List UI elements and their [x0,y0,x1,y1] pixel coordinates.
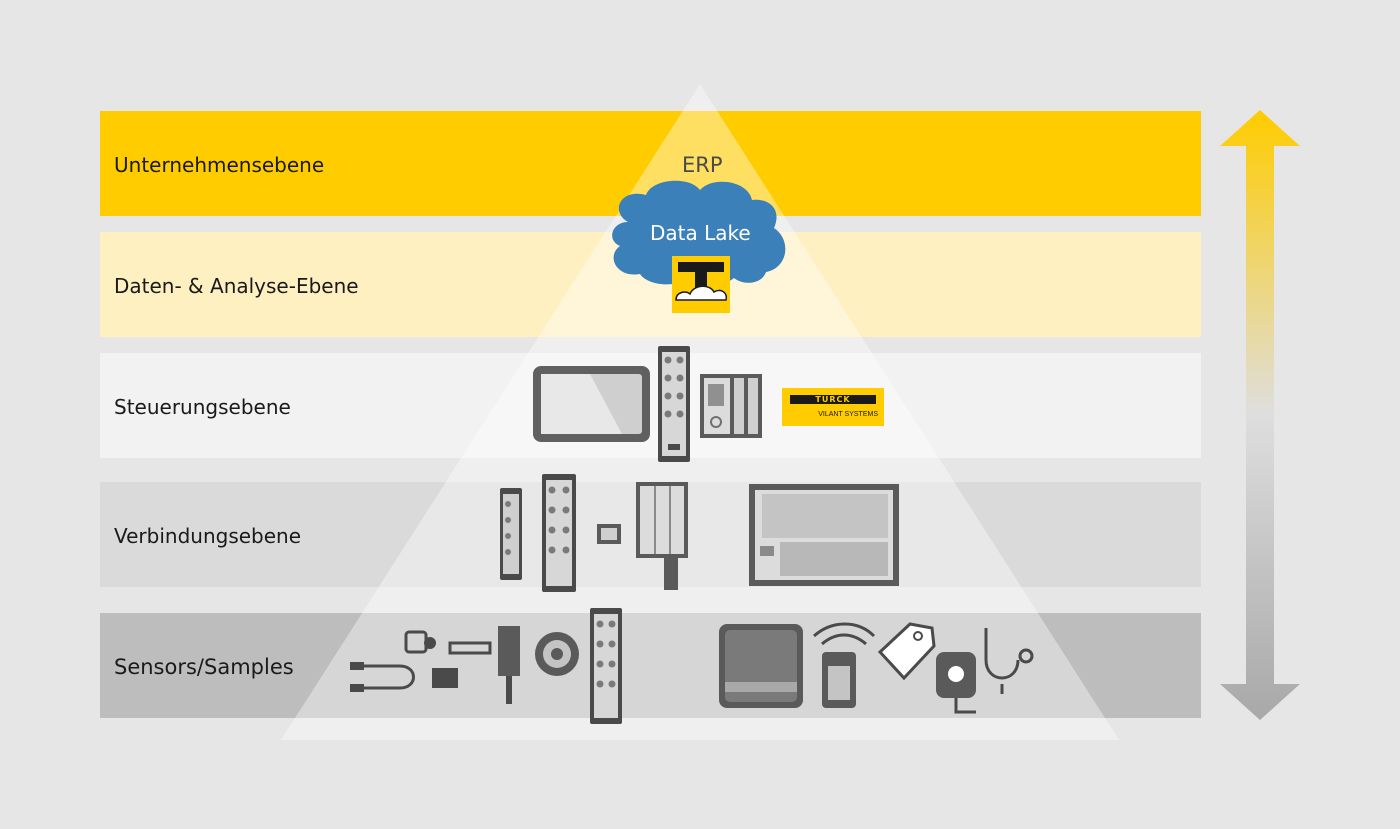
data-lake-cloud-icon [612,180,786,286]
rack-io-system-icon [749,484,899,586]
turck-logo-wordmark: TURCK [790,395,876,404]
layer-label-sensors: Sensors/Samples [114,655,294,679]
layer-label-control: Steuerungsebene [114,395,291,419]
proximity-sensor-icon [404,630,436,654]
turck-cloud-logo [672,256,730,313]
layer-label-enterprise: Unternehmensebene [114,153,325,177]
modular-io-icon [636,482,688,590]
cable-connector-icon [350,662,415,692]
arrow-shape [1220,110,1300,720]
rfid-tag-icon [877,622,936,681]
io-module-icon [658,346,690,462]
handheld-scanner-icon [813,622,876,708]
hmi-panel-icon [533,366,650,442]
layer-label-data-analytics: Daten- & Analyse-Ebene [114,274,359,298]
cylindrical-sensor-icon [448,641,492,655]
iv-bag-icon [936,652,976,714]
vilant-systems-label: VILANT SYSTEMS [818,411,878,418]
layer-control [100,353,1201,458]
turck-vilant-logo: TURCK VILANT SYSTEMS [782,388,884,426]
junction-box-icon [597,524,621,544]
round-sensor-icon [535,632,579,676]
plc-controller-icon [700,374,762,438]
vertical-double-arrow [1220,110,1300,720]
erp-label: ERP [682,153,723,177]
io-block-slim-icon [500,488,522,580]
valve-icon [432,668,458,688]
io-block-wide-icon [542,474,576,592]
rfid-reader-icon [719,624,803,708]
layer-label-connection: Verbindungsebene [114,524,302,548]
io-module-sensor-icon [590,608,622,724]
data-lake-label: Data Lake [650,221,751,245]
stethoscope-icon [984,628,1034,694]
inductive-sensor-icon [498,626,520,704]
